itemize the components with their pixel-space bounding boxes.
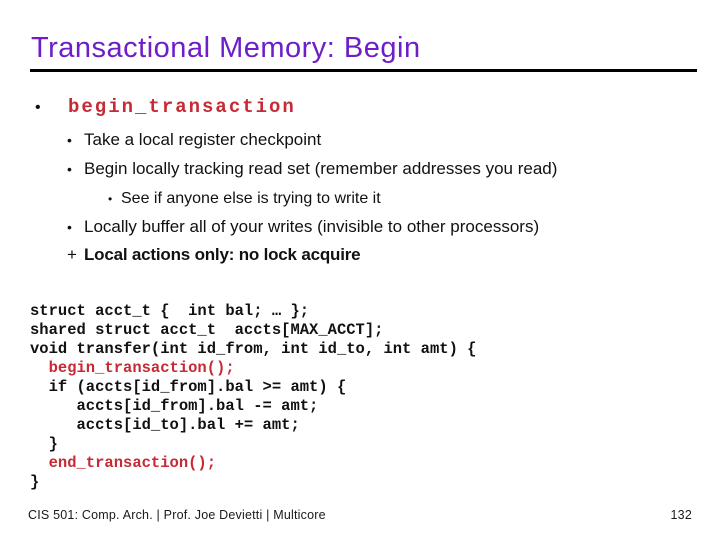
code-line: } <box>30 473 40 491</box>
bullet-text: Take a local register checkpoint <box>84 130 322 149</box>
footer-text: CIS 501: Comp. Arch. | Prof. Joe Deviett… <box>28 508 326 522</box>
bullet-text: See if anyone else is trying to write it <box>121 190 381 207</box>
bullet-dot-icon: • <box>35 99 41 116</box>
code-line: accts[id_from].bal -= amt; <box>30 397 319 415</box>
plus-marker-icon: + <box>67 245 77 264</box>
bullet-text: Begin locally tracking read set (remembe… <box>84 159 558 178</box>
code-line: accts[id_to].bal += amt; <box>30 416 300 434</box>
bullet-dot-icon: • <box>67 219 72 235</box>
page-number: 132 <box>670 508 692 522</box>
code-block: struct acct_t { int bal; … };shared stru… <box>30 302 476 492</box>
code-line: } <box>30 435 58 453</box>
code-line: void transfer(int id_from, int id_to, in… <box>30 340 477 358</box>
bullet-text: Local actions only: no lock acquire <box>84 245 361 264</box>
code-line: struct acct_t { int bal; … }; <box>30 302 310 320</box>
bullet-dot-icon: • <box>67 132 72 148</box>
code-line: end_transaction(); <box>30 454 217 472</box>
bullet-text: begin_transaction <box>68 96 296 118</box>
code-line: shared struct acct_t accts[MAX_ACCT]; <box>30 321 384 339</box>
code-line: if (accts[id_from].bal >= amt) { <box>30 378 347 396</box>
title-underline <box>30 69 697 72</box>
bullet-dot-icon: • <box>67 161 72 177</box>
bullet-text: Locally buffer all of your writes (invis… <box>84 217 540 236</box>
code-line: begin_transaction(); <box>30 359 235 377</box>
slide-title: Transactional Memory: Begin <box>31 32 421 64</box>
footer: CIS 501: Comp. Arch. | Prof. Joe Deviett… <box>28 508 692 522</box>
bullet-dot-icon: • <box>108 192 113 206</box>
